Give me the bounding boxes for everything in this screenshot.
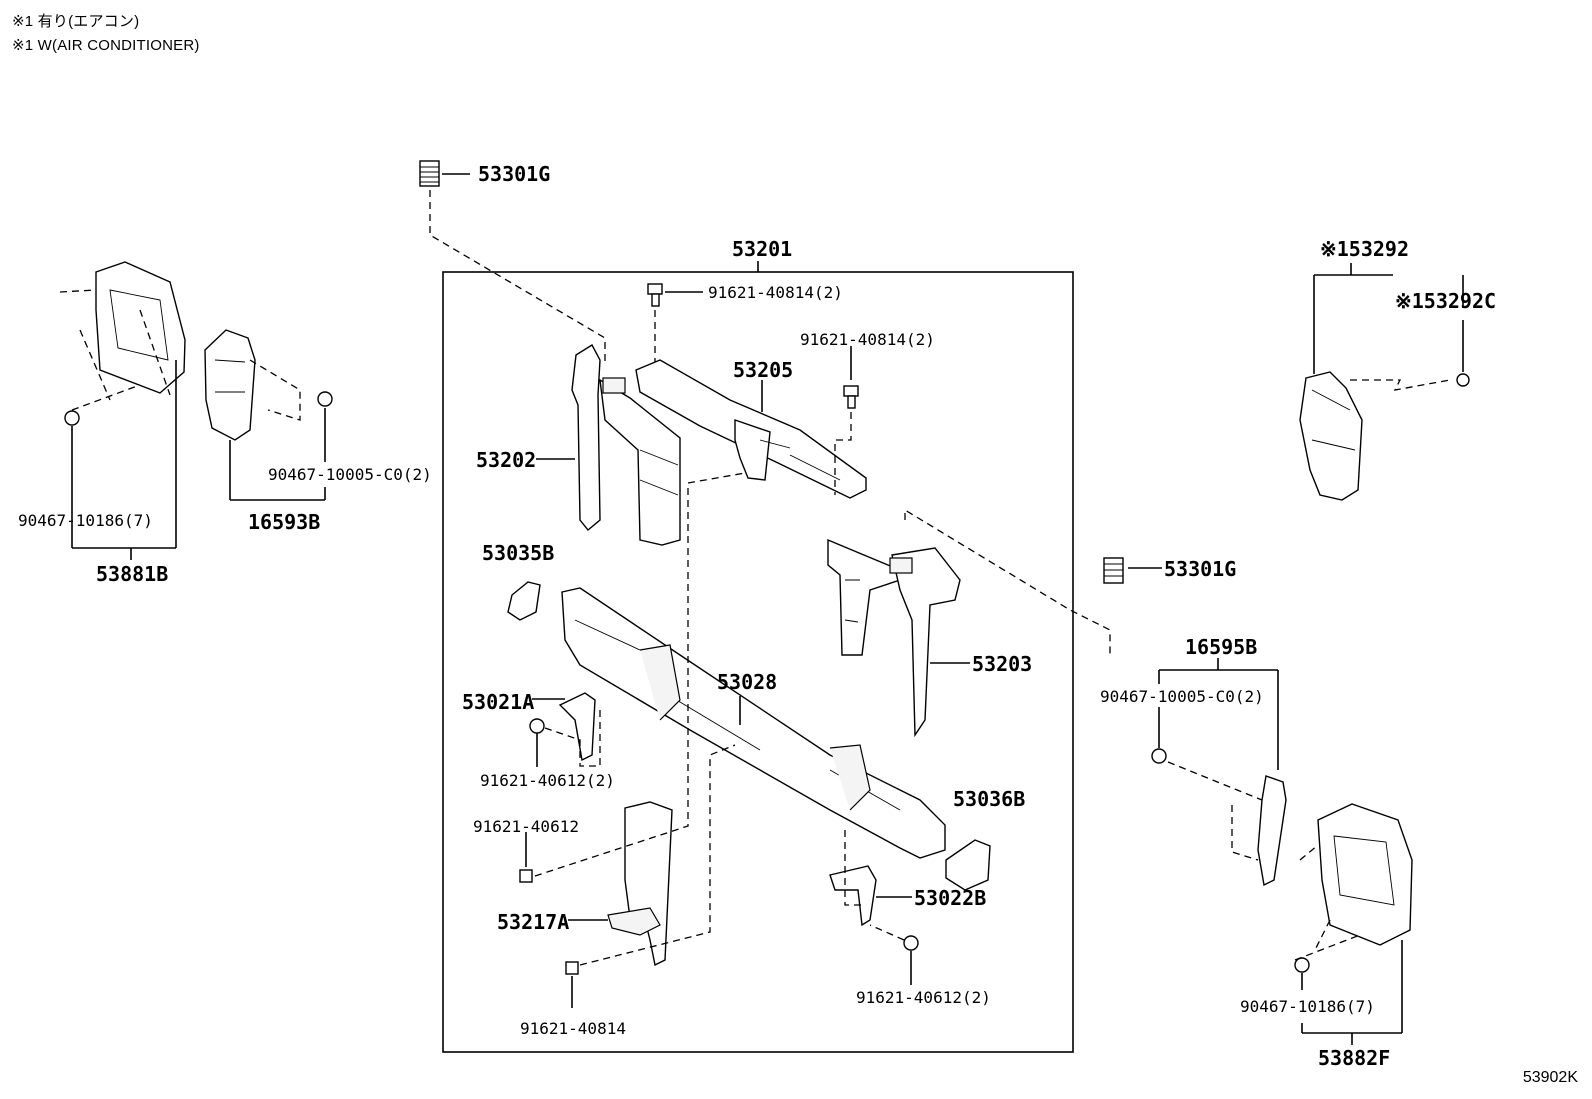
- shield-53882F-part: [1317, 803, 1413, 946]
- label-53292[interactable]: ※153292: [1320, 237, 1410, 261]
- lower-member-53028-part: [561, 587, 946, 859]
- upper-member-53205-part: [635, 359, 867, 499]
- bolt-91621-40612-a-part: [529, 718, 545, 734]
- note-jp: ※1 有り(エアコン): [12, 13, 140, 30]
- label-91621-40814[interactable]: 91621-40814: [520, 1019, 626, 1038]
- duct-16595B-part: [1257, 775, 1287, 887]
- label-53203[interactable]: 53203: [972, 652, 1033, 676]
- support-53217A-part: [607, 801, 673, 967]
- label-53205[interactable]: 53205: [733, 358, 794, 382]
- label-91621-40612[interactable]: 91621-40612: [473, 817, 579, 836]
- label-53202[interactable]: 53202: [476, 448, 537, 472]
- bolt-91621-40612-b-part: [519, 869, 533, 883]
- cover-53292-part: [1299, 371, 1363, 501]
- shield-53881B-part: [95, 261, 186, 394]
- bolt-91621-40814-top-part: [647, 283, 663, 307]
- label-53022B[interactable]: 53022B: [914, 886, 987, 910]
- label-90467-10005-right[interactable]: 90467-10005-C0(2): [1100, 687, 1264, 706]
- label-91621-40814-2-b[interactable]: 91621-40814(2): [800, 330, 935, 349]
- bracket-53021A-part: [558, 692, 596, 762]
- label-90467-10186-left[interactable]: 90467-10186(7): [18, 511, 153, 530]
- clip-90467-10186-right-part: [1294, 957, 1310, 973]
- label-53035B[interactable]: 53035B: [482, 541, 555, 565]
- label-53201[interactable]: 53201: [732, 237, 793, 261]
- label-53301G-top[interactable]: 53301G: [478, 162, 551, 186]
- label-91621-40814-2-a[interactable]: 91621-40814(2): [708, 283, 843, 302]
- label-91621-40612-2-b[interactable]: 91621-40612(2): [856, 988, 991, 1007]
- label-53028[interactable]: 53028: [717, 670, 778, 694]
- note-en: ※1 W(AIR CONDITIONER): [12, 37, 200, 54]
- label-53292C[interactable]: ※153292C: [1395, 289, 1497, 313]
- bracket-53036B-part: [945, 839, 991, 891]
- duct-16593B-part: [204, 329, 256, 441]
- label-90467-10005-left[interactable]: 90467-10005-C0(2): [268, 465, 432, 484]
- bracket-53022B-part: [829, 865, 877, 927]
- clip-90467-10005-right-part: [1151, 748, 1167, 764]
- label-53301G-right[interactable]: 53301G: [1164, 557, 1237, 581]
- bracket-53035B-part: [507, 581, 541, 621]
- label-53021A[interactable]: 53021A: [462, 690, 535, 714]
- insulator-top-part: [419, 160, 440, 187]
- label-90467-10186-right[interactable]: 90467-10186(7): [1240, 997, 1375, 1016]
- label-53036B[interactable]: 53036B: [953, 787, 1026, 811]
- label-53882F[interactable]: 53882F: [1318, 1046, 1391, 1070]
- label-91621-40612-2-a[interactable]: 91621-40612(2): [480, 771, 615, 790]
- clip-53292C-part: [1456, 373, 1470, 387]
- bolt-91621-40814-bottom-part: [565, 961, 579, 975]
- label-53881B[interactable]: 53881B: [96, 562, 169, 586]
- support-53203-part: [827, 538, 961, 738]
- insulator-right-part: [1103, 557, 1124, 584]
- label-16595B[interactable]: 16595B: [1185, 635, 1258, 659]
- illustration-ref: 53902K: [1522, 1069, 1578, 1086]
- support-53202-part: [571, 344, 681, 546]
- bolt-91621-40814-mid-part: [843, 385, 859, 409]
- clip-90467-10005-left-part: [317, 391, 333, 407]
- label-16593B[interactable]: 16593B: [248, 510, 321, 534]
- clip-90467-10186-left-part: [64, 410, 80, 426]
- bolt-91621-40612-c-part: [903, 935, 919, 951]
- label-53217A[interactable]: 53217A: [497, 910, 570, 934]
